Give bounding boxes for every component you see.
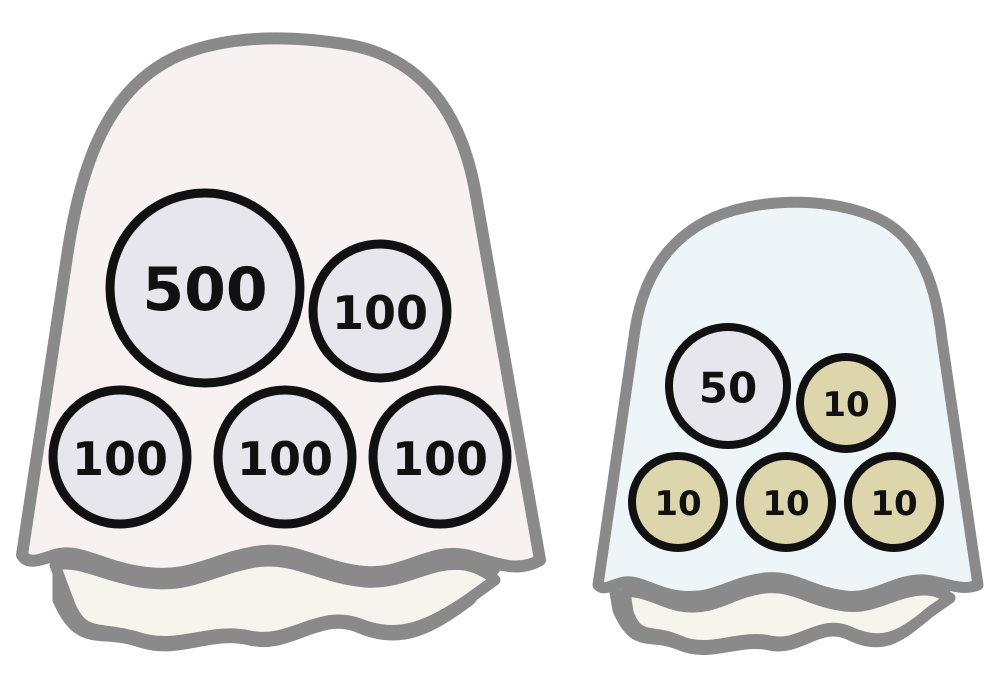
coin-100: 100 [368, 385, 512, 529]
coin-100-label: 100 [72, 432, 168, 486]
coin-100: 100 [48, 385, 192, 529]
coin-50-label: 50 [699, 364, 757, 413]
coin-100-label: 100 [237, 432, 333, 486]
large-bag-lining-front [49, 555, 501, 647]
coin-10: 10 [736, 452, 836, 552]
small-bag-lining-front [619, 582, 956, 651]
coin-10: 10 [628, 452, 728, 552]
coin-10: 10 [796, 353, 896, 453]
coin-10-label: 10 [822, 385, 869, 425]
coin-100: 100 [213, 385, 357, 529]
coin-10-label: 10 [654, 484, 701, 524]
coin-10-label: 10 [762, 484, 809, 524]
coin-500: 500 [105, 188, 305, 388]
coin-50: 50 [665, 323, 791, 449]
coin-500-label: 500 [142, 255, 267, 325]
small-bag [592, 196, 984, 655]
coin-10: 10 [844, 452, 944, 552]
coin-100-label: 100 [332, 286, 428, 340]
large-bag-coins: 500 100 100 100 100 [48, 188, 512, 529]
coin-10-label: 10 [870, 484, 917, 524]
small-bag-coins: 50 10 10 10 10 [628, 323, 944, 552]
coin-100: 100 [308, 239, 452, 383]
coin-100-label: 100 [392, 432, 488, 486]
